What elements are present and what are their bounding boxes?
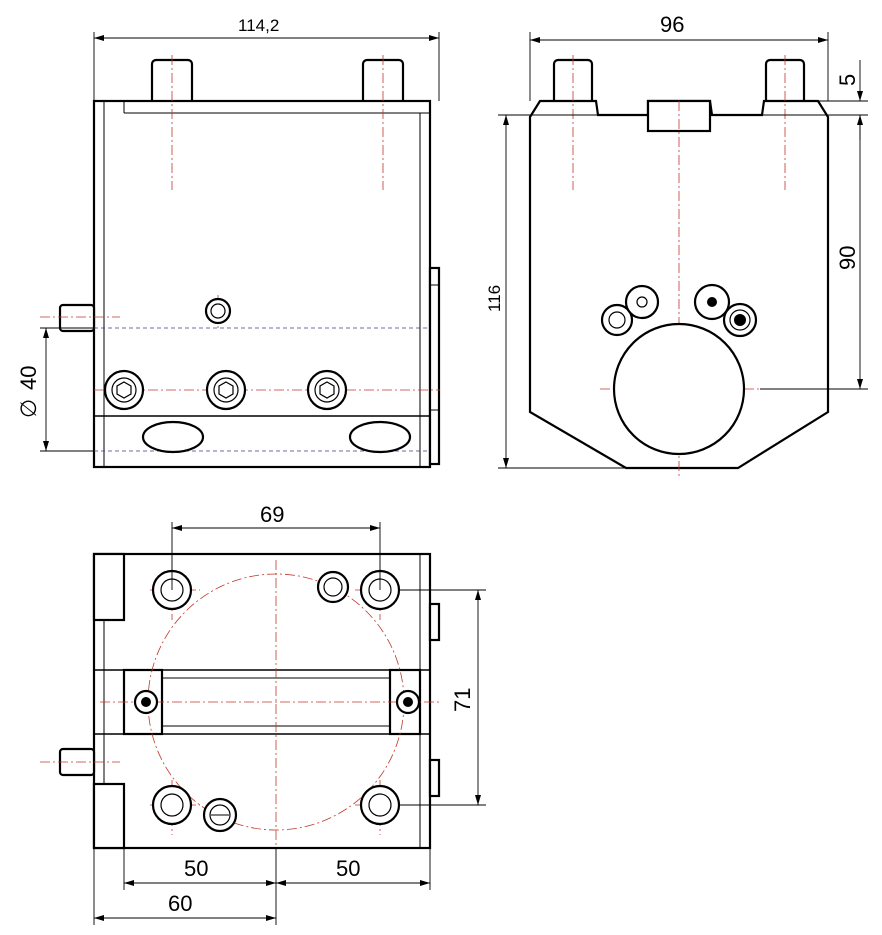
dim-front-width: 114,2: [238, 16, 279, 35]
bottom-hole-3: [151, 784, 193, 826]
front-screw-3: [306, 369, 348, 411]
dim-side-width: 96: [660, 12, 684, 37]
dim-side-height-total: 116: [485, 285, 504, 312]
dim-bore-diameter: 40: [16, 366, 41, 390]
bottom-view: 69 71 50 50 60: [40, 502, 486, 925]
front-screw-1: [103, 369, 145, 411]
dim-bottom-hole-spacing-x: 69: [260, 502, 284, 527]
dim-bottom-hole-spacing-y: 71: [450, 688, 475, 712]
front-view: 114,2 ∅ 40: [16, 16, 441, 469]
front-screw-2: [205, 369, 247, 411]
dim-bottom-total-offset: 60: [168, 891, 192, 916]
dim-side-top-offset: 5: [835, 74, 860, 86]
bottom-hole-4: [359, 784, 401, 826]
dim-bore-symbol: ∅: [16, 399, 41, 418]
dim-side-height-center: 90: [835, 246, 860, 270]
dim-bottom-right-offset: 50: [336, 856, 360, 881]
side-view: 96 5 90 116: [485, 12, 868, 478]
dim-bottom-left-offset: 50: [184, 856, 208, 881]
